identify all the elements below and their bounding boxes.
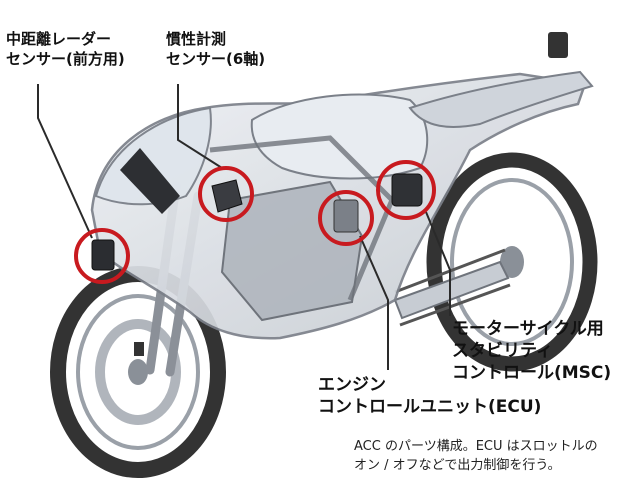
swingarm [393,260,510,320]
label-line: エンジン [318,375,386,395]
fuel-tank [250,93,429,180]
label-line: センサー(6軸) [166,49,266,68]
radar-sensor-unit [91,239,115,271]
caption-line: オン / オフなどで出力制御を行う。 [354,457,561,473]
imu-sensor-unit [211,179,243,213]
label-line: センサー(前方用) [6,49,125,68]
label-msc: モーターサイクル用 スタビリティ コントロール(MSC) [452,318,611,384]
label-imu-sensor: 慣性計測 センサー(6軸) [166,30,265,69]
ring-msc [376,160,436,220]
windscreen [94,106,212,206]
label-line: コントロール(MSC) [452,363,612,384]
wheel-speed-sensor [134,342,144,356]
leader-lines [37,84,451,370]
callout-rings [74,160,436,284]
label-line: 慣性計測 [166,30,227,48]
engine-block [220,180,364,322]
rear-wheel [426,152,598,372]
ecu-unit [333,199,359,233]
instrument-unit [120,148,180,214]
label-ecu: エンジン コントロールユニット(ECU) [318,374,541,418]
figure-caption: ACC のパーツ構成。ECU はスロットルの オン / オフなどで出力制御を行う… [354,438,636,476]
msc-unit [391,173,423,207]
ring-imu [198,166,254,222]
leader-msc [425,211,451,316]
label-line: スタビリティ [452,341,553,362]
frame-spar [209,135,395,301]
seat-tail [408,70,594,128]
label-radar-sensor: 中距離レーダー センサー(前方用) [6,30,125,69]
label-line: 中距離レーダー [6,30,112,48]
ring-radar [74,228,130,284]
rear-unit [548,32,568,58]
label-line: モーターサイクル用 [452,319,604,339]
leader-imu [177,84,223,169]
ring-ecu [318,190,374,246]
label-line: コントロールユニット(ECU) [318,397,542,418]
leader-ecu [359,235,389,370]
leader-radar [37,84,93,239]
caption-line: ACC のパーツ構成。ECU はスロットルの [354,439,598,454]
